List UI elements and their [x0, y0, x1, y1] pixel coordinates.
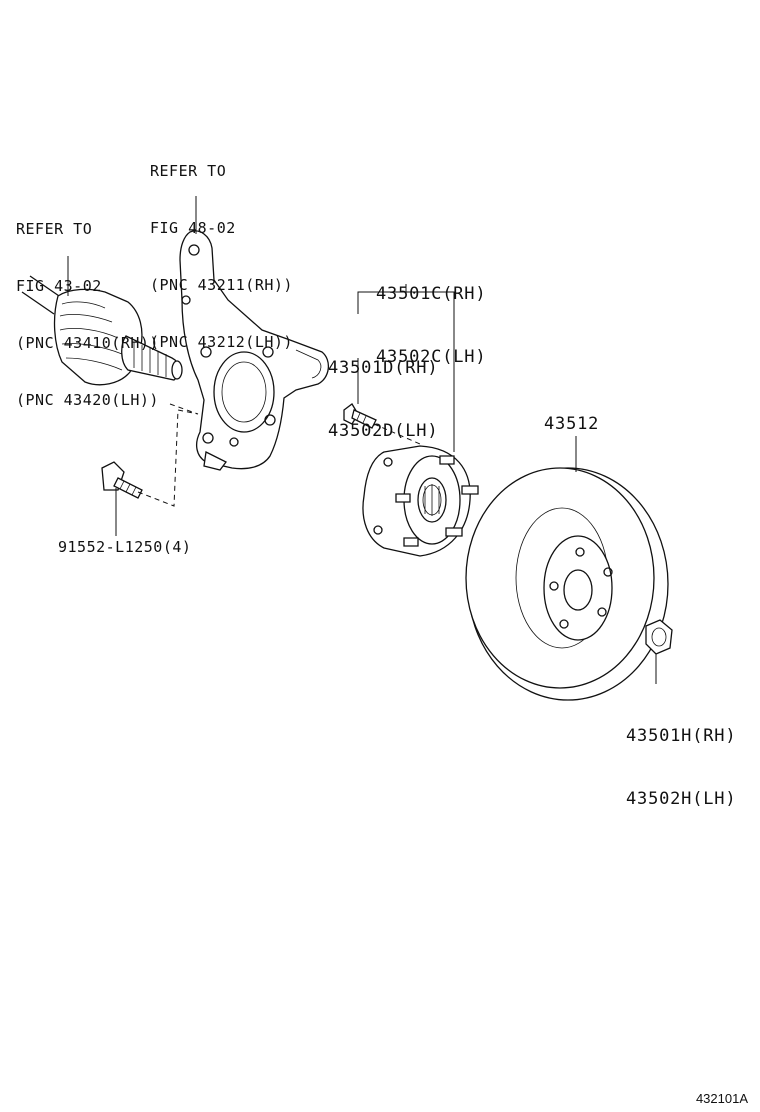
- drive-shaft[interactable]: [21, 275, 183, 386]
- driveshaft-refer-line-2: FIG 43-02: [16, 277, 102, 295]
- hub-assembly-label[interactable]: 43501C(RH) 43502C(LH): [376, 242, 486, 389]
- knuckle-refer-line-3: (PNC 43211(RH)): [150, 276, 293, 294]
- hub-nut-lh: 43502H(LH): [626, 789, 737, 809]
- driveshaft-refer-line-3: (PNC 43410(RH)): [16, 334, 159, 352]
- knuckle-refer-label: REFER TO FIG 48-02 (PNC 43211(RH)) (PNC …: [150, 124, 293, 371]
- figure-id: 432101A: [695, 1091, 748, 1106]
- assembly-lines: [137, 403, 421, 507]
- driveshaft-refer-label: REFER TO FIG 43-02 (PNC 43410(RH)) (PNC …: [16, 182, 159, 429]
- hub-assembly-lh: 43502C(LH): [376, 347, 487, 367]
- steering-knuckle[interactable]: [179, 230, 329, 471]
- hub-bolt-rh: 43501D(RH): [328, 358, 439, 378]
- hub-nut[interactable]: [645, 619, 673, 655]
- knuckle-refer-line-1: REFER TO: [150, 162, 227, 180]
- hub-nut-rh: 43501H(RH): [626, 726, 737, 746]
- driveshaft-refer-line-1: REFER TO: [16, 220, 93, 238]
- hub-bearing-assembly[interactable]: [362, 445, 479, 557]
- hub-bolt-lh: 43502D(LH): [328, 421, 439, 441]
- knuckle-bolt[interactable]: [101, 461, 143, 499]
- knuckle-refer-line-4: (PNC 43212(LH)): [150, 333, 293, 351]
- hub-bolt-label[interactable]: 43501D(RH) 43502D(LH): [328, 316, 438, 463]
- hub-nut-label[interactable]: 43501H(RH) 43502H(LH): [626, 684, 736, 831]
- leader-lines: [67, 196, 657, 684]
- knuckle-bolt-label[interactable]: 91552-L1250(4): [58, 538, 192, 556]
- hub-assembly-rh: 43501C(RH): [376, 284, 487, 304]
- hub-bolt[interactable]: [343, 403, 377, 429]
- brake-disc-label[interactable]: 43512: [544, 414, 600, 434]
- driveshaft-refer-line-4: (PNC 43420(LH)): [16, 391, 159, 409]
- brake-disc[interactable]: [465, 467, 669, 701]
- knuckle-refer-line-2: FIG 48-02: [150, 219, 236, 237]
